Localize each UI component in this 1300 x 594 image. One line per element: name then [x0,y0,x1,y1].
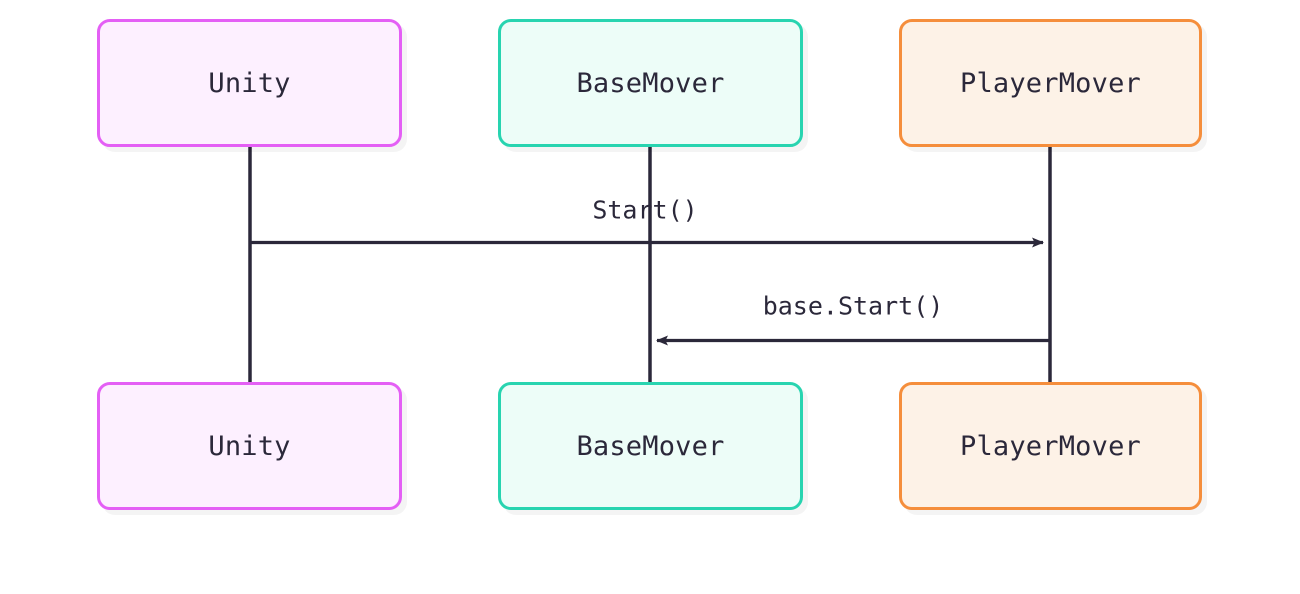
participant-box-playermover-bottom[interactable]: PlayerMover [899,382,1202,510]
participant-label-playermover-bottom: PlayerMover [959,430,1141,462]
participant-box-unity-top[interactable]: Unity [97,19,402,147]
participant-label-unity-top: Unity [208,67,291,99]
participant-label-basemover-top: BaseMover [576,67,725,99]
participant-box-basemover-bottom[interactable]: BaseMover [498,382,803,510]
message-arrows [250,237,1050,346]
participant-box-unity-bottom[interactable]: Unity [97,382,402,510]
message-label-base-start: base.Start() [762,291,944,321]
lifelines [248,147,1052,383]
participant-label-playermover-top: PlayerMover [959,67,1141,99]
participant-box-playermover-top[interactable]: PlayerMover [899,19,1202,147]
participant-box-basemover-top[interactable]: BaseMover [498,19,803,147]
message-label-start: Start() [592,195,698,225]
participant-label-unity-bottom: Unity [208,430,291,462]
participant-label-basemover-bottom: BaseMover [576,430,725,462]
